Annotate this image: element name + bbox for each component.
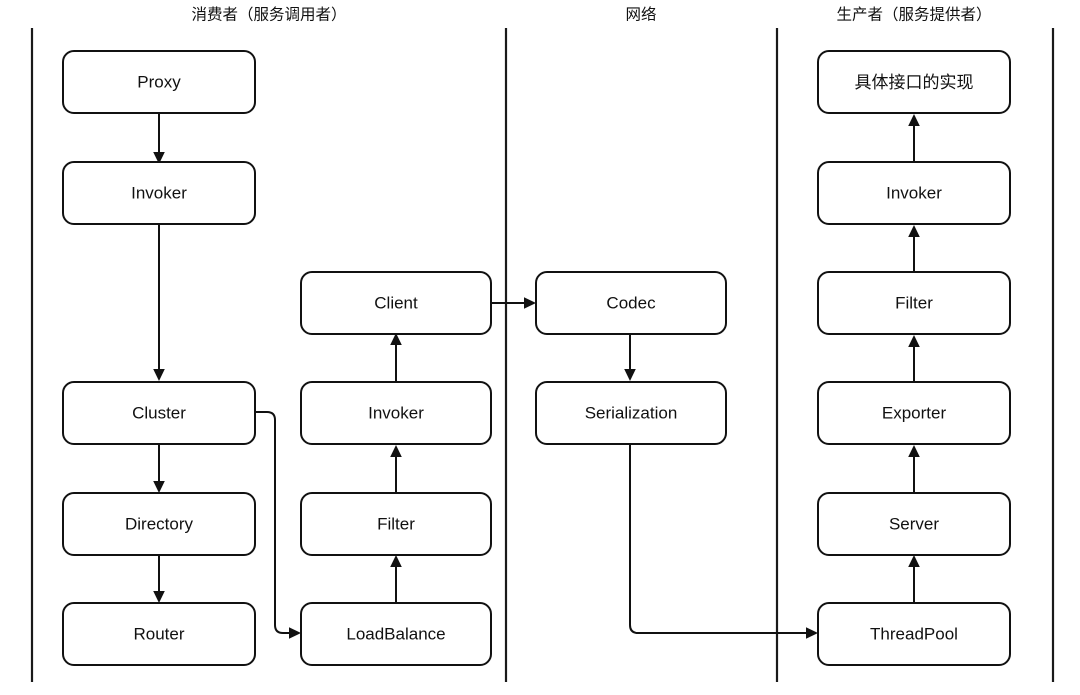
arrow-head-icon bbox=[153, 152, 165, 164]
lane-title-consumer: 消费者（服务调用者） bbox=[191, 6, 346, 24]
edge-invoker-to-client bbox=[390, 333, 402, 382]
edge-client-to-codec bbox=[490, 297, 536, 309]
node-label-filter-consumer: Filter bbox=[377, 514, 415, 533]
node-box-router[interactable] bbox=[62, 602, 256, 666]
node-codec[interactable]: Codec bbox=[535, 271, 727, 335]
node-interface-impl[interactable]: 具体接口的实现 bbox=[817, 50, 1011, 114]
arrow-head-icon bbox=[524, 297, 536, 309]
edge-invoker-to-cluster bbox=[153, 224, 165, 381]
node-box-codec[interactable] bbox=[535, 271, 727, 335]
diagram-edges bbox=[153, 113, 920, 639]
edge-server-to-exporter bbox=[908, 445, 920, 492]
node-label-interface-impl: 具体接口的实现 bbox=[855, 73, 974, 93]
arrow-head-icon bbox=[908, 555, 920, 567]
node-label-invoker-provider: Invoker bbox=[886, 183, 942, 202]
edge-filter-to-invoker bbox=[390, 445, 402, 492]
lane-title-provider: 生产者（服务提供者） bbox=[836, 6, 991, 24]
arrow-head-icon bbox=[390, 333, 402, 345]
node-label-client: Client bbox=[374, 293, 418, 312]
lane-title-network: 网络 bbox=[625, 6, 656, 24]
arrow-head-icon bbox=[908, 225, 920, 237]
node-box-client[interactable] bbox=[300, 271, 492, 335]
edge-directory-to-router bbox=[153, 555, 165, 603]
node-filter-provider[interactable]: Filter bbox=[817, 271, 1011, 335]
node-box-exporter[interactable] bbox=[817, 381, 1011, 445]
lane-titles: 消费者（服务调用者） 网络 生产者（服务提供者） bbox=[191, 6, 991, 24]
node-invoker-consumer[interactable]: Invoker bbox=[62, 161, 256, 225]
node-filter-consumer[interactable]: Filter bbox=[300, 492, 492, 556]
node-invoker-provider[interactable]: Invoker bbox=[817, 161, 1011, 225]
arrow-head-icon bbox=[153, 591, 165, 603]
node-label-exporter: Exporter bbox=[882, 403, 947, 422]
edge-invoker-to-impl bbox=[908, 114, 920, 163]
node-box-filter-consumer[interactable] bbox=[300, 492, 492, 556]
node-client[interactable]: Client bbox=[300, 271, 492, 335]
node-label-directory: Directory bbox=[125, 514, 194, 533]
arrow-head-icon bbox=[806, 627, 818, 639]
node-box-proxy[interactable] bbox=[62, 50, 256, 114]
node-box-interface-impl[interactable] bbox=[817, 50, 1011, 114]
edge-cluster-to-loadbalance bbox=[255, 411, 301, 639]
node-label-server: Server bbox=[889, 514, 939, 533]
node-box-invoker-consumer[interactable] bbox=[62, 161, 256, 225]
edge-codec-to-serialization bbox=[624, 334, 636, 381]
node-label-invoker-consumer: Invoker bbox=[131, 183, 187, 202]
lane-dividers bbox=[30, 28, 1055, 682]
node-box-serialization[interactable] bbox=[535, 381, 727, 445]
arrow-head-icon bbox=[624, 369, 636, 381]
node-box-directory[interactable] bbox=[62, 492, 256, 556]
edge-proxy-to-invoker bbox=[153, 113, 165, 164]
node-box-cluster[interactable] bbox=[62, 381, 256, 445]
arrow-head-icon bbox=[289, 627, 301, 639]
node-label-router: Router bbox=[133, 624, 184, 643]
arrow-head-icon bbox=[908, 114, 920, 126]
edge-exporter-to-filter bbox=[908, 335, 920, 381]
node-label-proxy: Proxy bbox=[137, 72, 181, 91]
node-serialization[interactable]: Serialization bbox=[535, 381, 727, 445]
node-server[interactable]: Server bbox=[817, 492, 1011, 556]
node-loadbalance[interactable]: LoadBalance bbox=[300, 602, 492, 666]
arrow-head-icon bbox=[153, 369, 165, 381]
node-label-codec: Codec bbox=[606, 293, 656, 312]
edge-filter-to-invoker-provider bbox=[908, 225, 920, 272]
node-threadpool[interactable]: ThreadPool bbox=[817, 602, 1011, 666]
edge-threadpool-to-server bbox=[908, 555, 920, 602]
node-directory[interactable]: Directory bbox=[62, 492, 256, 556]
node-invoker-consumer-2[interactable]: Invoker bbox=[300, 381, 492, 445]
edge-loadbalance-to-filter bbox=[390, 555, 402, 602]
node-box-filter-provider[interactable] bbox=[817, 271, 1011, 335]
arrow-head-icon bbox=[153, 481, 165, 493]
node-label-filter-provider: Filter bbox=[895, 293, 933, 312]
node-box-invoker-provider[interactable] bbox=[817, 161, 1011, 225]
arrow-head-icon bbox=[908, 445, 920, 457]
edge-cluster-to-directory bbox=[153, 444, 165, 493]
node-box-invoker-consumer-2[interactable] bbox=[300, 381, 492, 445]
arrow-head-icon bbox=[908, 335, 920, 347]
node-label-cluster: Cluster bbox=[132, 403, 186, 422]
node-exporter[interactable]: Exporter bbox=[817, 381, 1011, 445]
node-box-loadbalance[interactable] bbox=[300, 602, 492, 666]
node-label-loadbalance: LoadBalance bbox=[346, 624, 445, 643]
node-label-serialization: Serialization bbox=[585, 403, 678, 422]
node-proxy[interactable]: Proxy bbox=[62, 50, 256, 114]
arrow-head-icon bbox=[390, 555, 402, 567]
node-box-server[interactable] bbox=[817, 492, 1011, 556]
node-box-threadpool[interactable] bbox=[817, 602, 1011, 666]
arrow-head-icon bbox=[390, 445, 402, 457]
node-router[interactable]: Router bbox=[62, 602, 256, 666]
node-cluster[interactable]: Cluster bbox=[62, 381, 256, 445]
node-label-threadpool: ThreadPool bbox=[870, 624, 958, 643]
node-label-invoker-consumer-2: Invoker bbox=[368, 403, 424, 422]
edge-serialization-to-threadpool bbox=[629, 444, 818, 639]
